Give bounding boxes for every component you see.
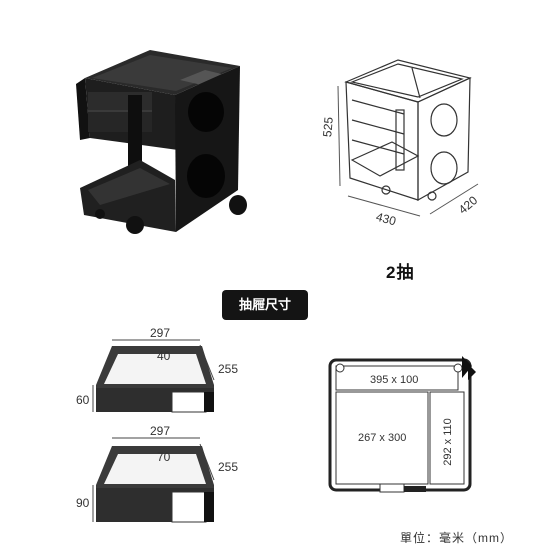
tray-top-slot-label: 395 x 100: [370, 374, 419, 386]
unit-label: 單位：毫米（mm）: [400, 531, 513, 545]
drawer-large-depth: 255: [218, 460, 239, 474]
drawer-count-label: 2抽: [386, 263, 415, 282]
drawer-size-badge: 抽屜尺寸: [222, 290, 308, 320]
drawer-large-width: 297: [150, 424, 171, 438]
drawer-small-height: 60: [76, 393, 90, 407]
tray-main-slot-label: 267 x 300: [358, 432, 407, 444]
drawer-small-inner: 40: [157, 349, 171, 363]
drawer-small-depth: 255: [218, 362, 239, 376]
tray-side-slot-label: 292 x 110: [441, 418, 454, 466]
drawer-large-height: 90: [76, 496, 90, 510]
drawer-large-inner: 70: [157, 450, 171, 464]
drawer-small-width: 297: [150, 326, 171, 340]
